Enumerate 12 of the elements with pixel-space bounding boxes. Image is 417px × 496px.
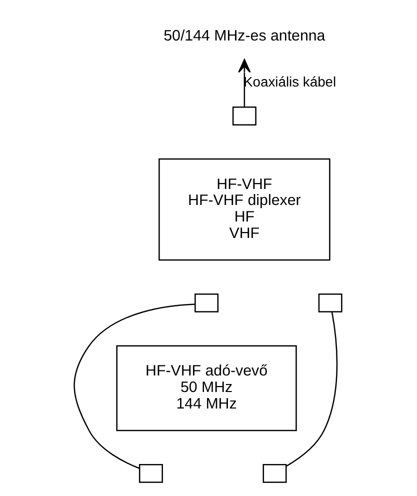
node-box — [262, 464, 287, 483]
node-box — [318, 293, 342, 312]
node-box: HF-VHF adó-vevő 50 MHz 144 MHz — [116, 345, 297, 432]
connector — [74, 304, 195, 469]
node-box — [138, 464, 163, 483]
edge-label: Koaxiális kábel — [244, 74, 336, 90]
arrow — [238, 58, 251, 107]
node-box: HF-VHF HF-VHF diplexer HF VHF — [158, 158, 330, 261]
node-text: 50/144 MHz-es antenna — [164, 27, 326, 44]
node-box — [194, 293, 219, 312]
node-box — [232, 106, 256, 126]
connector — [286, 312, 338, 467]
